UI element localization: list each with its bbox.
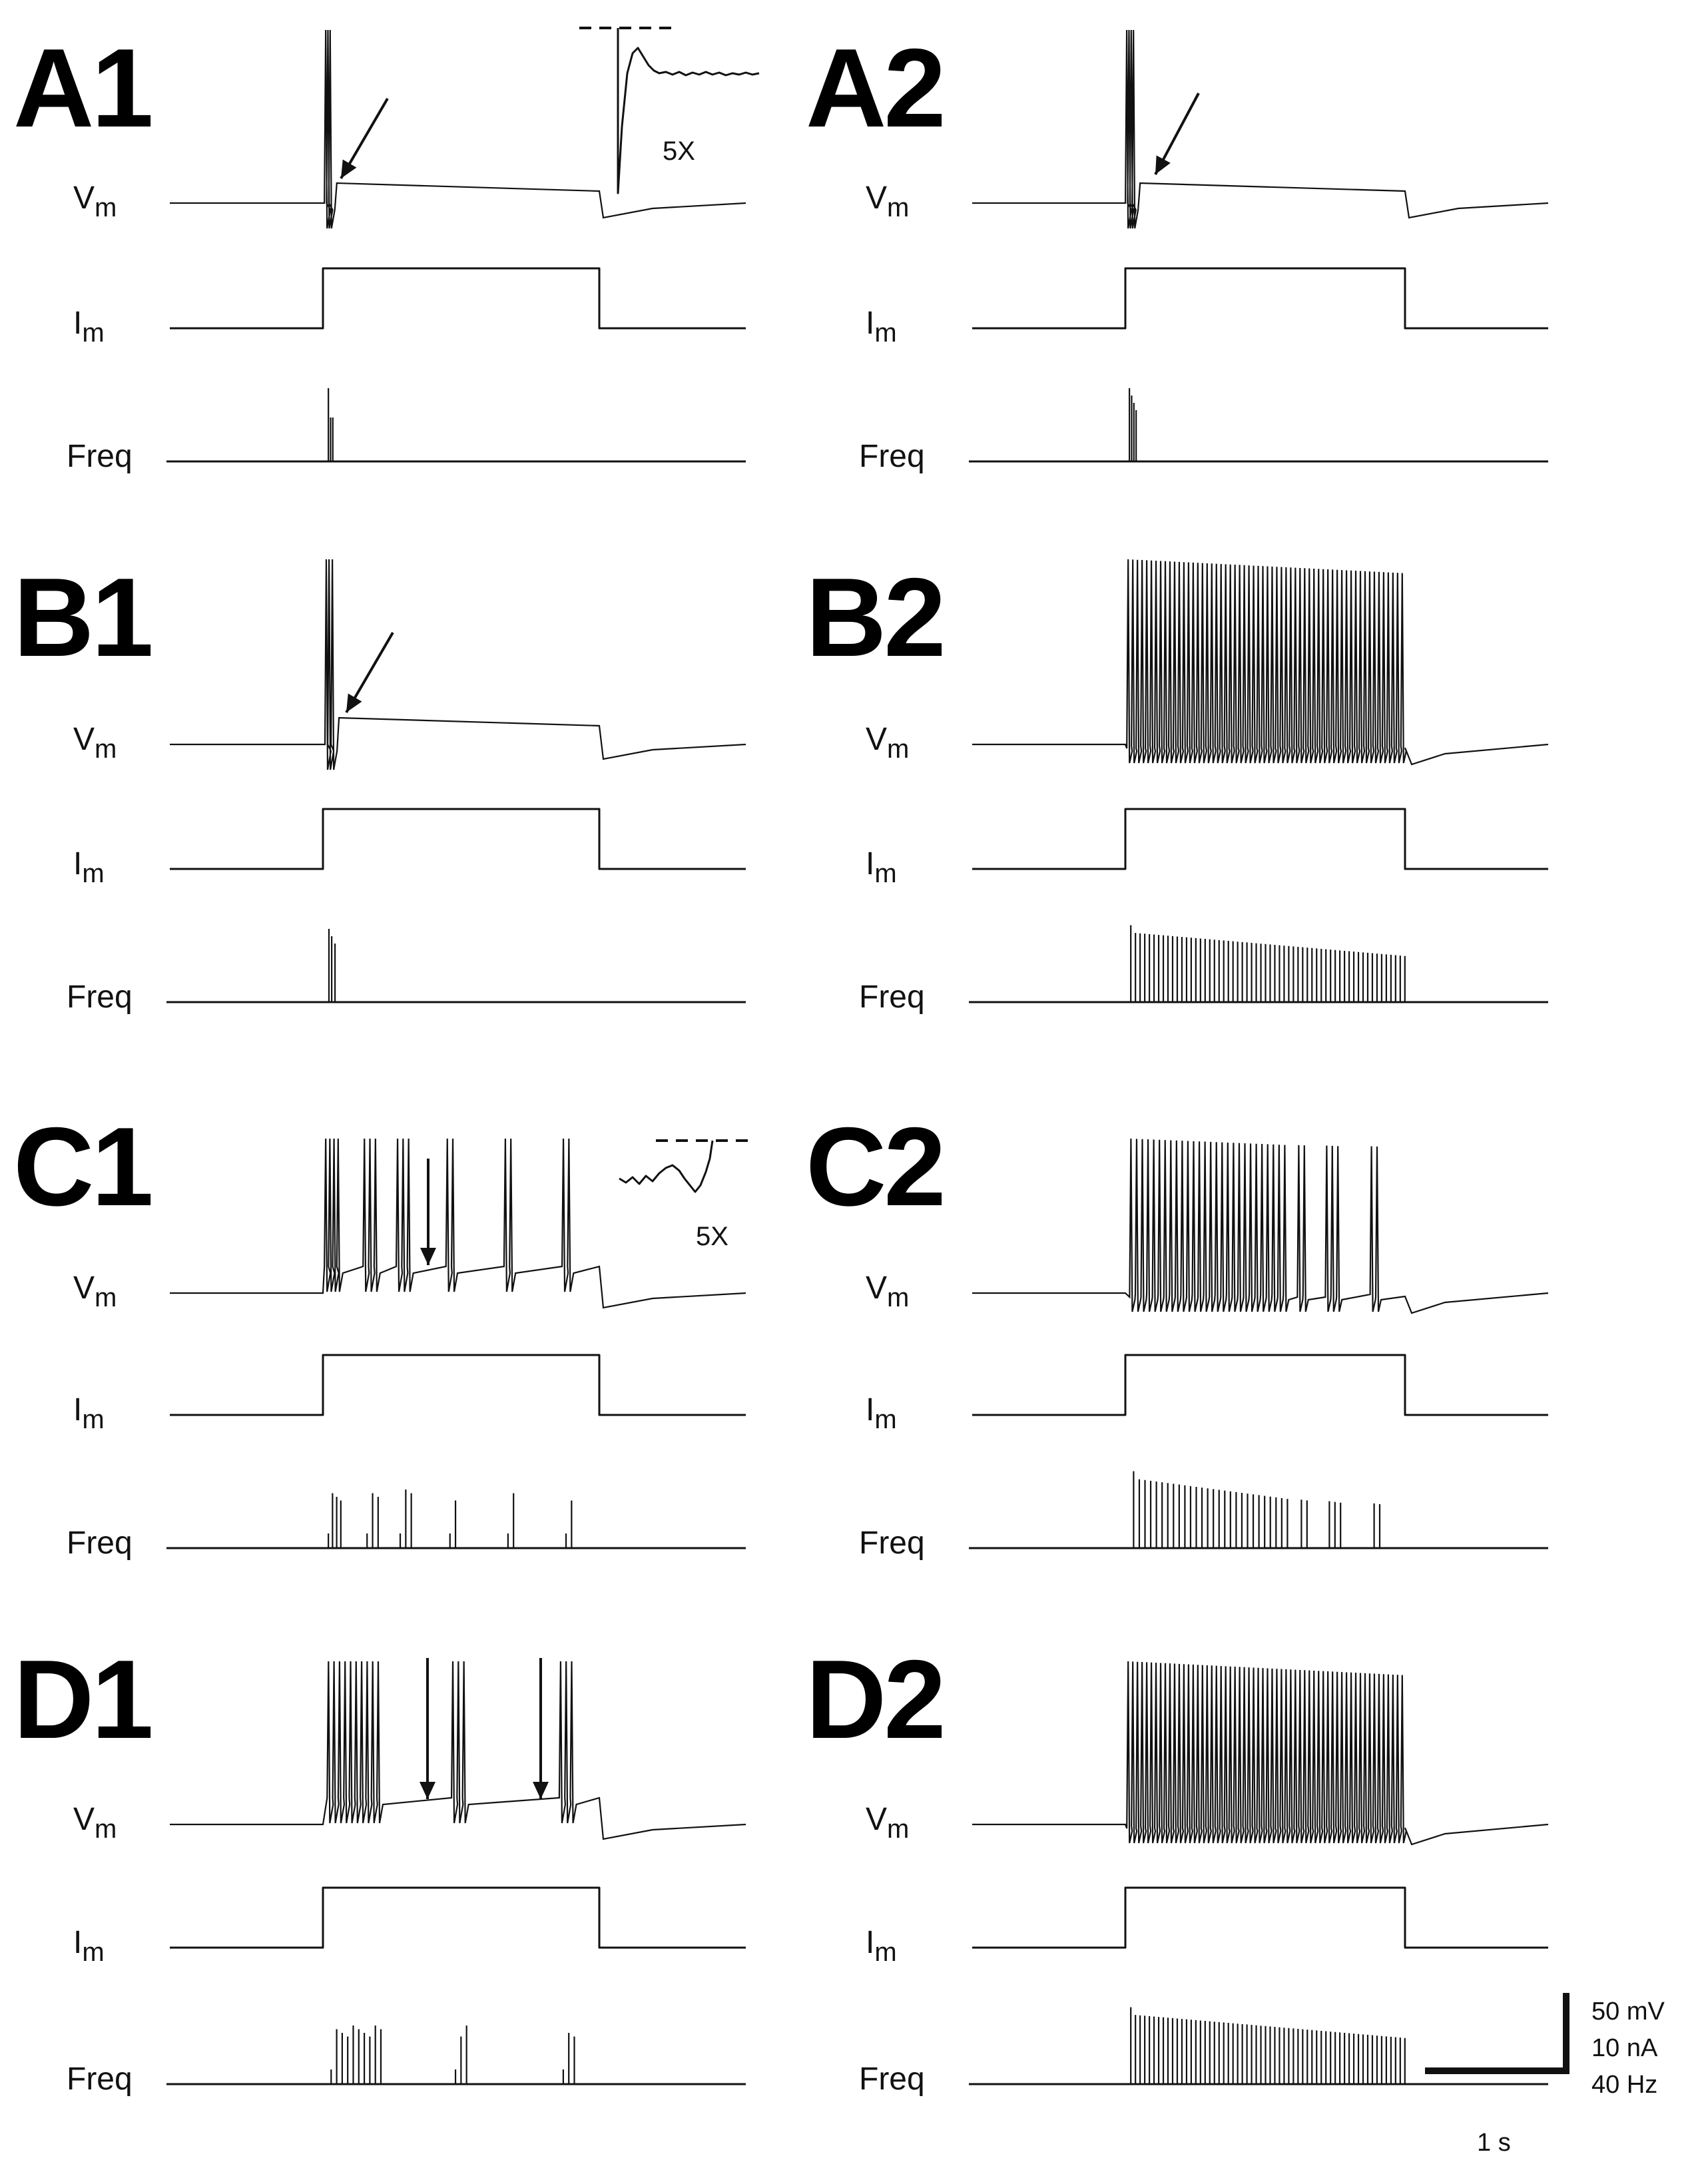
inset-c1: 5X bbox=[619, 1139, 752, 1251]
d2-vm-trace bbox=[972, 1661, 1549, 1846]
panel-label-d2: D2 bbox=[806, 1637, 944, 1762]
b2-im-trace bbox=[972, 808, 1548, 870]
arrows bbox=[340, 93, 1200, 1799]
arrow-c1-head bbox=[420, 1248, 436, 1265]
panel-label-c1: C1 bbox=[13, 1104, 151, 1229]
inset-a1-trace bbox=[617, 28, 760, 194]
b2-vm-trace bbox=[972, 559, 1549, 766]
d1-freq-label: Freq bbox=[67, 2061, 133, 2097]
b1-freq-label: Freq bbox=[67, 979, 133, 1015]
arrow-b1-head bbox=[346, 693, 362, 712]
panel-label-d1: D1 bbox=[13, 1637, 151, 1762]
arrow-a1-head bbox=[341, 159, 357, 178]
panel-label-c2: C2 bbox=[806, 1104, 944, 1229]
scale-bar: 50 mV 10 nA 40 Hz 1 s bbox=[1425, 1993, 1665, 2157]
b2-freq-label: Freq bbox=[859, 979, 925, 1015]
inset-a1: 5X bbox=[579, 27, 760, 194]
d1-im-trace bbox=[170, 1886, 746, 1949]
arrow-a2-head bbox=[1155, 155, 1171, 174]
scale-bar-frequency-label: 40 Hz bbox=[1591, 2071, 1657, 2099]
a2-vm-trace bbox=[972, 29, 1549, 229]
d2-im-trace bbox=[972, 1886, 1548, 1949]
d1-vm-trace bbox=[170, 1661, 746, 1840]
c2-vm-trace bbox=[972, 1138, 1549, 1314]
panel-label-b1: B1 bbox=[13, 555, 151, 680]
c2-im-trace bbox=[972, 1354, 1548, 1416]
inset-a1-scale-label: 5X bbox=[663, 136, 695, 166]
scale-bar-current-label: 10 nA bbox=[1591, 2034, 1658, 2062]
panel-label-b2: B2 bbox=[806, 555, 944, 680]
a2-freq-label: Freq bbox=[859, 439, 925, 474]
b1-im-trace bbox=[170, 808, 746, 870]
inset-c1-trace bbox=[619, 1140, 714, 1193]
arrow-d1-second-head bbox=[533, 1782, 549, 1799]
c1-vm-trace bbox=[170, 1138, 746, 1309]
a1-im-trace bbox=[170, 267, 746, 330]
a1-vm-trace bbox=[170, 29, 746, 229]
panel-label-a1: A1 bbox=[13, 25, 151, 150]
b1-vm-trace bbox=[170, 559, 746, 770]
a1-freq-label: Freq bbox=[67, 439, 133, 474]
arrow-d1-first-head bbox=[420, 1782, 435, 1799]
c2-freq-label: Freq bbox=[859, 1525, 925, 1561]
a2-im-trace bbox=[972, 267, 1548, 330]
c1-freq-label: Freq bbox=[67, 1525, 133, 1561]
panel-label-a2: A2 bbox=[806, 25, 944, 150]
scale-bar-time-label: 1 s bbox=[1477, 2129, 1511, 2157]
c1-im-trace bbox=[170, 1354, 746, 1416]
d2-freq-label: Freq bbox=[859, 2061, 925, 2097]
scale-bar-voltage-label: 50 mV bbox=[1591, 1998, 1665, 2026]
inset-c1-scale-label: 5X bbox=[696, 1222, 728, 1251]
